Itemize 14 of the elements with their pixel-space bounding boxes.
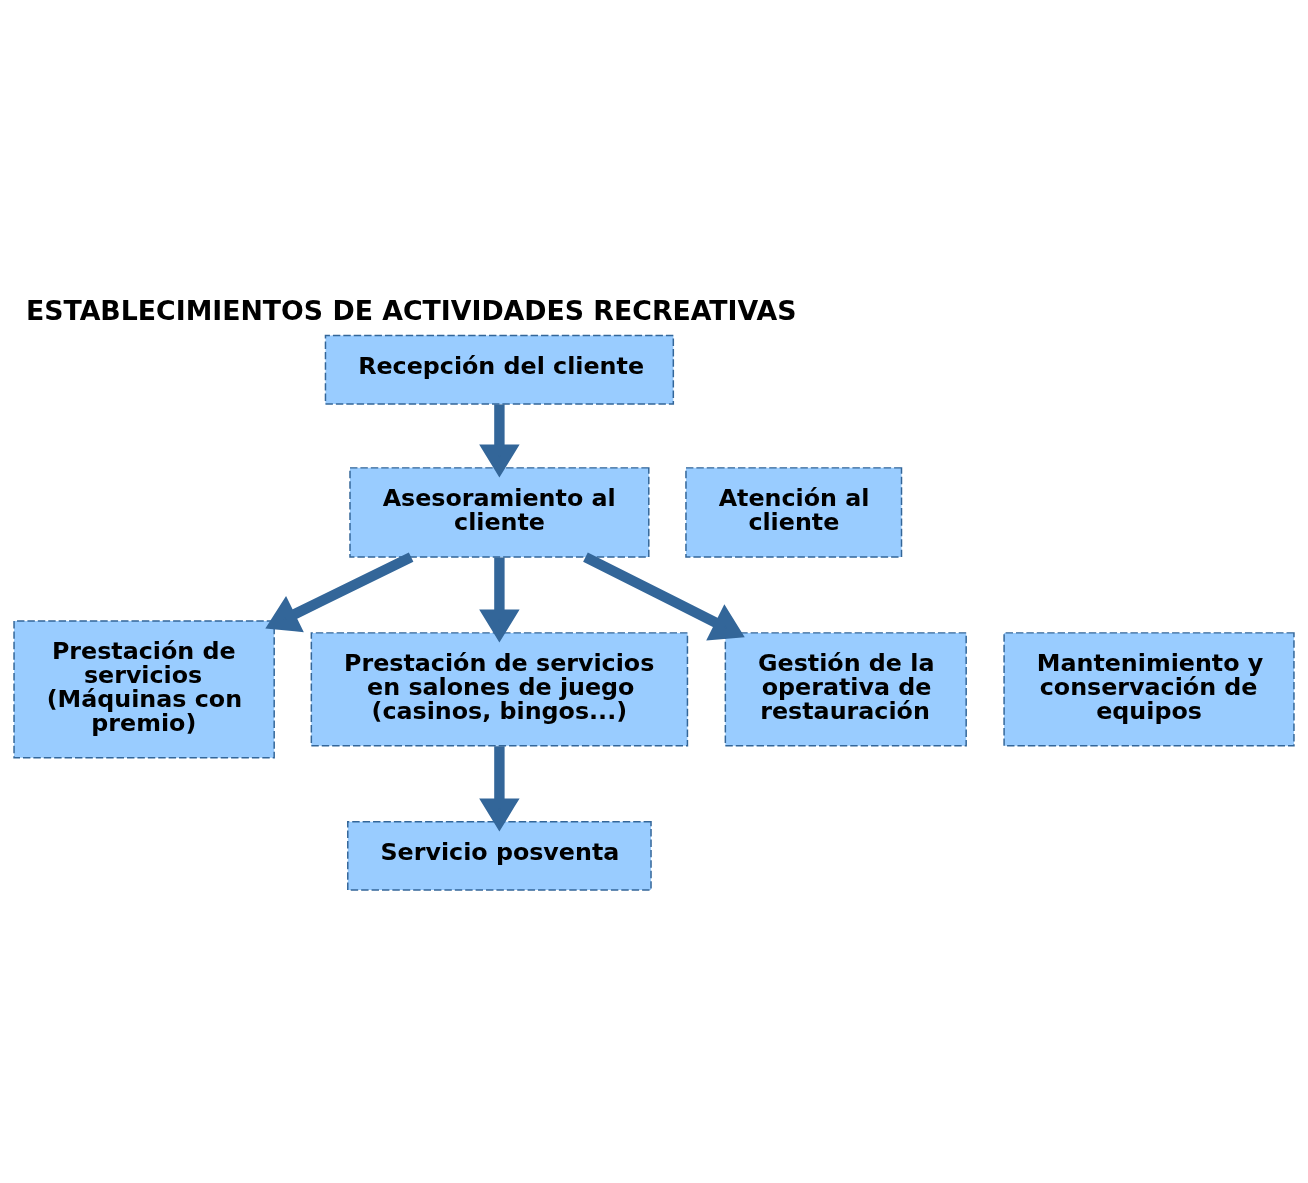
arrow: [583, 552, 745, 640]
node-box: Gestión de la operativa de restauración: [724, 631, 967, 747]
arrow: [479, 556, 520, 642]
node-box: Atención al cliente: [685, 466, 903, 558]
node-box: Servicio posventa: [347, 820, 652, 891]
arrow: [479, 745, 520, 831]
node-box: Mantenimiento y conservación de equipos: [1003, 631, 1295, 747]
node-box: Recepción del cliente: [324, 334, 675, 405]
node-box: Prestación de servicios en salones de juego (casinos, bingos...): [310, 631, 689, 747]
arrow: [479, 403, 520, 477]
diagram-title: ESTABLECIMIENTOS DE ACTIVIDADES RECREATIVAS: [25, 294, 797, 326]
node-box: Asesoramiento al cliente: [349, 466, 650, 558]
arrow: [265, 552, 414, 632]
node-box: Prestación de servicios (Máquinas con premio): [13, 619, 275, 758]
